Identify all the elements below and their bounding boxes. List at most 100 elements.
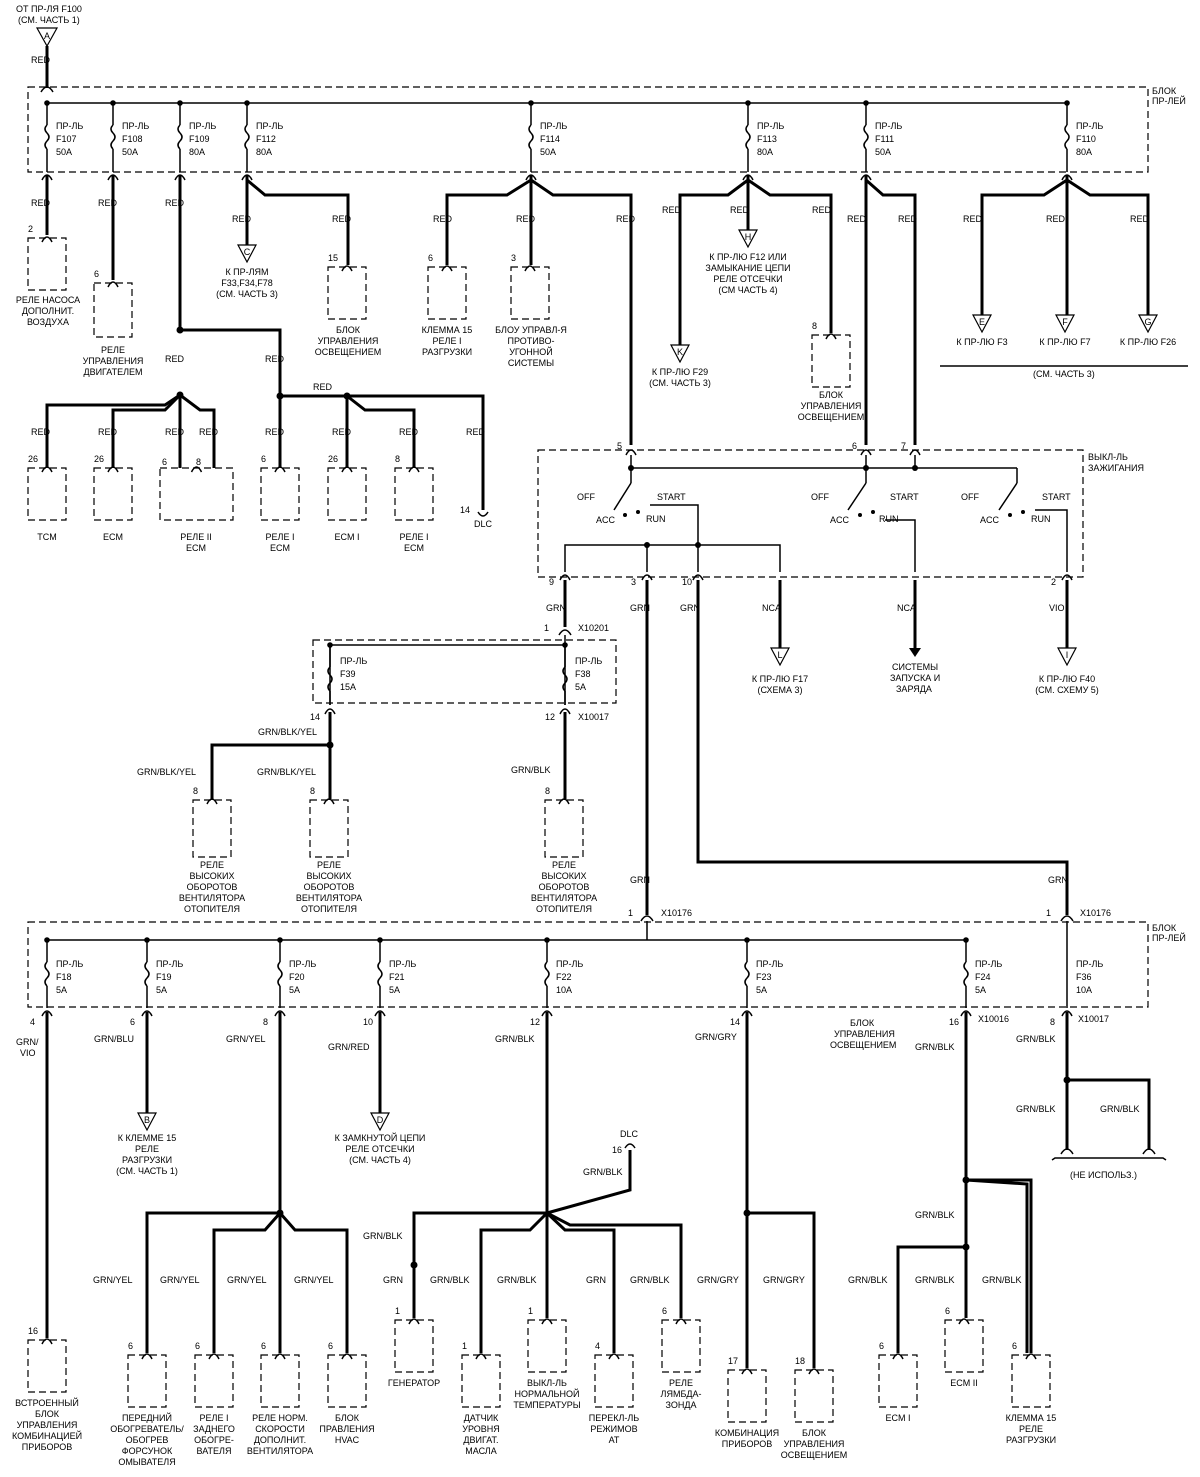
component-label: БЛОК: [802, 1428, 827, 1438]
fuse-box-top: [27, 86, 1149, 173]
component-label: РЕЛЕ: [200, 860, 224, 870]
component-label: РЕЛЕ: [101, 345, 125, 355]
fuse-mid-label: ПР-ЛЬ: [340, 656, 367, 666]
ign-in-pin: 5: [617, 441, 622, 451]
arrow-top-5: GК ПР-ЛЮ F26: [1120, 314, 1176, 347]
component-pin: 6: [328, 1341, 333, 1351]
wire-color-label: RED: [332, 427, 352, 437]
wire-color-label: GRN/BLK: [511, 765, 551, 775]
wire-color-label: GRN/BLK: [915, 1210, 955, 1220]
wire-color-label: NCA: [762, 603, 781, 613]
component-pin: 8: [193, 786, 198, 796]
low-light-2: УПРАВЛЕНИЯ: [834, 1029, 895, 1039]
component-label: ОТОПИТЕЛЯ: [536, 904, 592, 914]
fuse-box-label-top-2: ПР-ЛЕЙ: [1152, 95, 1186, 106]
wire-color-label: RED: [313, 382, 333, 392]
component-label: РАЗГРУЗКИ: [422, 347, 472, 357]
component-label: УПРАВЛЕНИЯ: [17, 1420, 78, 1430]
fuse-low-pin: 10: [363, 1017, 373, 1027]
fuse-low-label: ПР-ЛЬ: [556, 959, 583, 969]
ign-targets: LК ПР-ЛЮ F17(СХЕМА 3)IК ПР-ЛЮ F40(СМ. СХ…: [752, 647, 1099, 695]
component-label: БЛОК: [35, 1409, 60, 1419]
fuse-top-5: [745, 100, 751, 172]
fuse-mid-pin: 12: [545, 712, 555, 722]
switch-off: OFF: [961, 492, 979, 502]
component-pin: 26: [328, 454, 338, 464]
ign-in-pin: 6: [852, 441, 857, 451]
arrow-label: (СХЕМА 3): [758, 685, 803, 695]
fuse-top-label: 50A: [56, 147, 72, 157]
component-label: ПРИБОРОВ: [22, 1442, 73, 1452]
ignition-switch: ВЫКЛ-ЛЬ ЗАЖИГАНИЯ: [537, 449, 1144, 578]
component-label: ECM: [186, 543, 206, 553]
component-pin: 17: [728, 1356, 738, 1366]
wire-color-label: RED: [31, 427, 51, 437]
wire-color-label: GRN: [1048, 875, 1068, 885]
component-label: РЕЛЕ I: [400, 532, 429, 542]
component-label: ЗОНДА: [666, 1400, 697, 1410]
wire-color-label: RED: [1130, 214, 1150, 224]
wire-color-label: GRN/BLK: [915, 1042, 955, 1052]
component-label: БЛОК: [819, 390, 844, 400]
wire-color-label: GRN/BLK: [1016, 1104, 1056, 1114]
wire-color-label: RED: [812, 205, 832, 215]
switch-start: START: [1042, 492, 1071, 502]
component-label: ECM I: [334, 532, 359, 542]
arrow-letter: C: [244, 247, 251, 257]
component-label: ДАТЧИК: [464, 1413, 499, 1423]
fuse-top-label: ПР-ЛЬ: [540, 121, 567, 131]
component-label: ПРОТИВО-: [508, 336, 555, 346]
fuse-low-3: [377, 937, 383, 1008]
component-pin: 2: [28, 224, 33, 234]
arrow-label: РАЗГРУЗКИ: [122, 1155, 172, 1165]
fuse-top-label: F111: [875, 134, 894, 144]
wire-color-label: GRN/: [16, 1037, 39, 1047]
component-label: СКОРОСТИ: [255, 1424, 305, 1434]
see-part3-label: (СМ. ЧАСТЬ 3): [1033, 369, 1095, 379]
component-pin: 8: [310, 786, 315, 796]
component-pin: 3: [511, 253, 516, 263]
fuse-low-pin: 6: [130, 1017, 135, 1027]
arrow-label: (СМ ЧАСТЬ 4): [718, 285, 777, 295]
component-label: HVAC: [335, 1435, 360, 1445]
low-pin-in-2: 1: [1046, 908, 1051, 918]
fuse-low-5: [744, 937, 750, 1008]
component-label: БЛОУ УПРАВЛ-Я: [495, 325, 567, 335]
fuse-low-0: [44, 937, 50, 1008]
wire-color-label: GRN/BLK: [495, 1034, 535, 1044]
fuse-low-label: 10A: [1076, 985, 1092, 995]
wire-color-label: GRN/RED: [328, 1042, 370, 1052]
fuse-low-label: F23: [756, 972, 772, 982]
component-label: ПРИБОРОВ: [722, 1439, 773, 1449]
wire-color-label: GRN: [630, 875, 650, 885]
fuse-top-0: [44, 100, 50, 172]
switch-start: START: [890, 492, 919, 502]
wire-color-label: RED: [616, 214, 636, 224]
ecm2-pin-2: 8: [196, 457, 201, 467]
fuse-top-2: [177, 100, 183, 172]
wire-color-label: GRN: [680, 603, 700, 613]
component-label: ОСВЕЩЕНИЕМ: [798, 412, 864, 422]
wire-color-label: RED: [516, 214, 536, 224]
fuse-top-label: 80A: [256, 147, 272, 157]
wire-color-label: GRN/BLK: [1016, 1034, 1056, 1044]
component-label: БЛОК: [336, 325, 361, 335]
fuse-low-label: ПР-ЛЬ: [756, 959, 783, 969]
arrow-label: F33,F34,F78: [221, 278, 273, 288]
wire-color-label: GRN/GRY: [697, 1275, 739, 1285]
component-label: РЕЛЕ I: [200, 1413, 229, 1423]
component-pin: 4: [595, 1341, 600, 1351]
ign-label-1: ВЫКЛ-ЛЬ: [1088, 452, 1128, 462]
component-low-0: 16ВСТРОЕННЫЙБЛОКУПРАВЛЕНИЯКОМБИНАЦИЕЙПРИ…: [12, 1326, 82, 1452]
wire-color-label: GRN/YEL: [93, 1275, 133, 1285]
wire-color-label: RED: [31, 55, 51, 65]
dlc-low-label: DLC: [620, 1129, 639, 1139]
arrow-letter: F: [1062, 317, 1068, 327]
